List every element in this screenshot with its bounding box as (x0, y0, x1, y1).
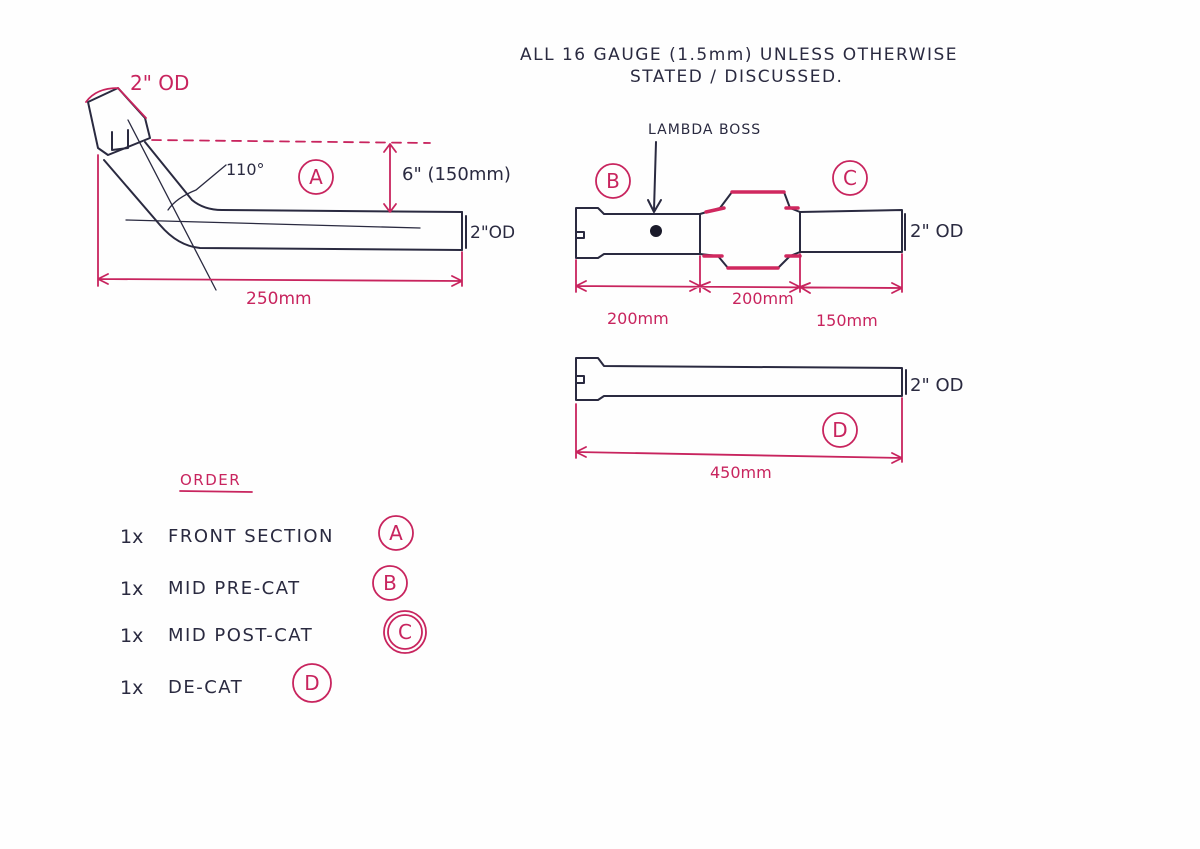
part-cat-length-label: 200mm (732, 289, 794, 308)
part-a-angle-label: 110° (226, 160, 265, 179)
part-d-callout-letter: D (832, 418, 847, 442)
part-d-drawing (575, 357, 907, 464)
part-d-inlet-slot (575, 375, 585, 384)
part-d-length-dimension (575, 397, 903, 464)
order-item-qty: 1x (120, 625, 143, 647)
order-item-name: MID POST-CAT (168, 625, 313, 646)
part-a-pipe-bottom-wall (103, 159, 463, 251)
order-item-qty: 1x (120, 578, 143, 600)
order-heading-underline (179, 490, 253, 493)
order-item-part-circle (292, 663, 332, 703)
part-b-length-label: 200mm (607, 309, 669, 328)
order-item-1: 1x FRONT SECTION A (120, 515, 414, 551)
order-item-3: 1x MID POST-CAT C (120, 610, 427, 654)
part-a-centerline (125, 119, 421, 291)
part-a-clamp-outline (85, 87, 147, 119)
part-b-inlet-slot (575, 231, 585, 239)
part-a-clamp-slot (111, 129, 129, 151)
order-item-2: 1x MID PRE-CAT B (120, 565, 408, 601)
part-b-callout-circle (595, 163, 631, 199)
part-a-callout-circle (298, 159, 334, 195)
lambda-boss-hole (650, 225, 662, 237)
order-item-qty: 1x (120, 526, 143, 548)
order-item-4: 1x DE-CAT D (120, 663, 332, 703)
order-item-part: D (304, 671, 319, 695)
part-a-top-od: 2" OD (130, 71, 189, 95)
part-a-length-dimension (97, 154, 463, 287)
order-item-part-circle (387, 614, 423, 650)
part-a-drawing (85, 87, 467, 291)
part-bc-drawing (575, 141, 906, 294)
part-a-angle-arc (167, 164, 227, 211)
order-item-part: A (389, 521, 403, 545)
part-c-od-label: 2" OD (910, 221, 963, 242)
part-d-length-label: 450mm (710, 463, 772, 482)
part-d-callout-circle (822, 412, 858, 448)
order-item-name: MID PRE-CAT (168, 578, 301, 599)
order-heading: ORDER (180, 471, 241, 489)
part-c-pipe (799, 209, 903, 253)
part-b-callout-letter: B (606, 169, 620, 193)
order-item-name: DE-CAT (168, 677, 243, 698)
order-item-part: B (383, 571, 397, 595)
part-a-end-od-label: 2"OD (470, 223, 515, 243)
part-d-pipe (575, 357, 903, 401)
order-item-part-circle (378, 515, 414, 551)
part-a-dashed-reference (151, 139, 431, 144)
part-c-callout-circle (832, 160, 868, 196)
part-a-length-label: 250mm (246, 289, 312, 309)
part-b-pipe (575, 207, 701, 259)
part-a-callout-letter: A (309, 165, 323, 189)
order-item-qty: 1x (120, 677, 143, 699)
order-item-name: FRONT SECTION (168, 526, 334, 547)
note-line-2: STATED / DISCUSSED. (630, 67, 843, 87)
part-cat-body (699, 191, 801, 269)
weld-marks (702, 190, 802, 270)
note-line-1: ALL 16 GAUGE (1.5mm) UNLESS OTHERWISE (520, 45, 958, 65)
order-item-part-circle (372, 565, 408, 601)
part-a-rise-dimension (383, 143, 397, 213)
lambda-boss-arrow (647, 141, 662, 213)
order-item-part: C (398, 620, 412, 644)
order-item-part-circle-outer (383, 610, 427, 654)
lambda-boss-label: LAMBDA BOSS (648, 122, 761, 138)
part-d-od-label: 2" OD (910, 375, 963, 396)
part-a-rise-label: 6" (150mm) (402, 164, 511, 185)
part-c-callout-letter: C (843, 166, 857, 190)
part-c-length-label: 150mm (816, 311, 878, 330)
part-bc-dimensions (575, 253, 903, 294)
part-a-pipe-top-wall (144, 141, 463, 213)
